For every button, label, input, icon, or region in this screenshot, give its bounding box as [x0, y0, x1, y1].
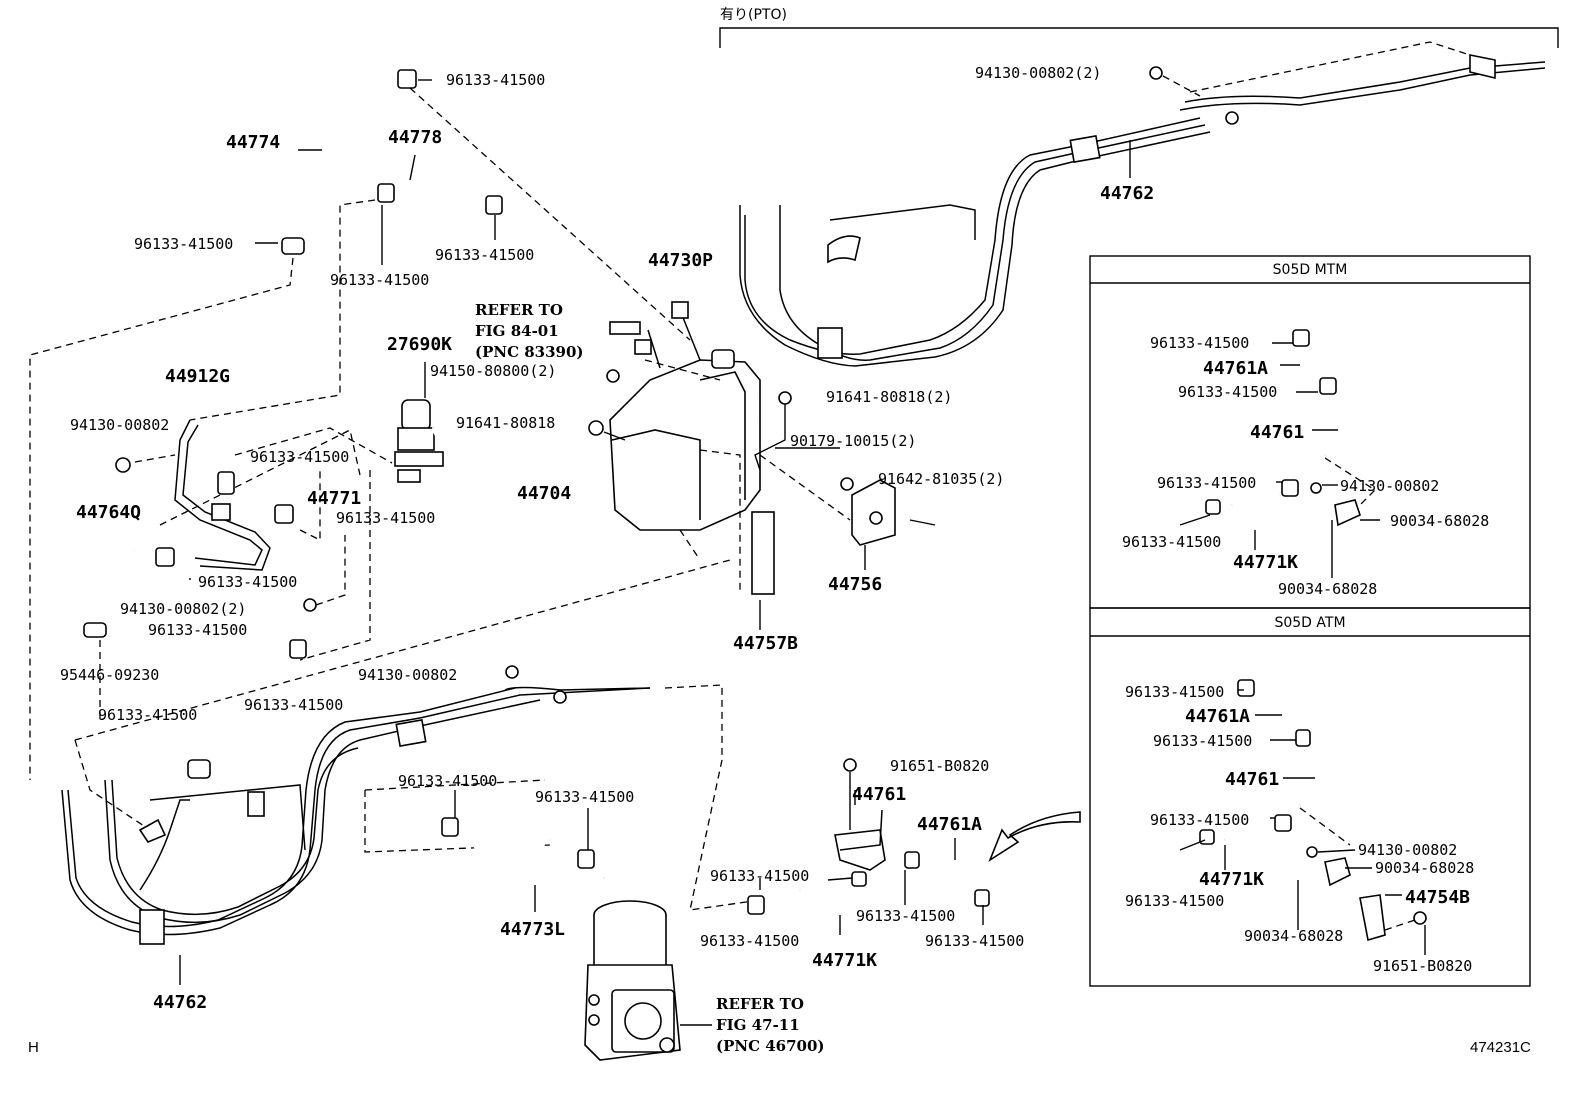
label-91641-b: 91641-80818(2)	[826, 388, 952, 406]
label-96133-f: 96133-41500	[198, 573, 297, 591]
label-refer2-b: FIG 47-11	[716, 1016, 800, 1034]
label-96133-h: 96133-41500	[244, 696, 343, 714]
mtm-label-3: 96133-41500	[1178, 383, 1277, 401]
label-96133-j: 96133-41500	[398, 772, 497, 790]
mid-hose-set	[747, 758, 1081, 935]
label-94150: 94150-80800(2)	[430, 362, 556, 380]
lower-pipe-assembly	[61, 665, 761, 985]
mtm-title: S05D MTM	[1273, 262, 1348, 278]
atm-label-6: 94130-00802	[1358, 841, 1457, 859]
atm-label-10: 96133-41500	[1125, 892, 1224, 910]
label-44761a-mid: 44761A	[917, 814, 982, 835]
upper-left-hoses	[29, 34, 691, 780]
label-27690k: 27690K	[387, 334, 452, 355]
atm-label-11: 90034-68028	[1244, 927, 1343, 945]
label-44771: 44771	[307, 488, 361, 509]
label-44761-mid: 44761	[852, 784, 906, 805]
label-layer: 96133-41500 44774 44778 96133-41500 9613…	[28, 64, 1531, 1056]
footer-left-mark: H	[28, 1039, 39, 1056]
mtm-label-2: 44761A	[1203, 358, 1268, 379]
mtm-label-7: 90034-68028	[1390, 512, 1489, 530]
label-90179: 90179-10015(2)	[790, 432, 916, 450]
label-96133-m1: 96133-41500	[710, 867, 809, 885]
label-94130-c: 94130-00802	[358, 666, 457, 684]
label-44704: 44704	[517, 483, 571, 504]
label-44762-top: 44762	[1100, 183, 1154, 204]
atm-label-8: 44771K	[1199, 869, 1264, 890]
atm-label-3: 96133-41500	[1153, 732, 1252, 750]
atm-label-2: 44761A	[1185, 706, 1250, 727]
filter-assembly	[364, 779, 712, 1061]
label-refer1-b: FIG 84-01	[475, 322, 559, 340]
label-96133-m4: 96133-41500	[925, 932, 1024, 950]
label-44912g: 44912G	[165, 366, 230, 387]
label-44773l: 44773L	[500, 919, 565, 940]
label-refer1-c: (PNC 83390)	[475, 343, 584, 361]
label-96133-d: 96133-41500	[250, 448, 349, 466]
label-refer2-c: (PNC 46700)	[716, 1037, 825, 1055]
mtm-label-1: 96133-41500	[1150, 334, 1249, 352]
pump-27690K	[394, 399, 458, 483]
label-91642: 91642-81035(2)	[878, 470, 1004, 488]
label-94130-top: 94130-00802(2)	[975, 64, 1101, 82]
label-91651-mid: 91651-B0820	[890, 757, 989, 775]
label-44756: 44756	[828, 574, 882, 595]
mtm-label-10: 90034-68028	[1278, 580, 1377, 598]
mtm-label-9: 44771K	[1233, 552, 1298, 573]
label-refer2-a: REFER TO	[716, 995, 804, 1013]
pto-pipe-assembly	[739, 41, 1546, 367]
label-96133-m2: 96133-41500	[856, 907, 955, 925]
box-s05d-mtm: S05D MTM	[1089, 255, 1531, 609]
mtm-label-4: 44761	[1250, 422, 1304, 443]
atm-title: S05D ATM	[1274, 615, 1345, 631]
reservoir-assembly	[424, 301, 936, 630]
mtm-label-5: 96133-41500	[1157, 474, 1256, 492]
label-44774: 44774	[226, 132, 280, 153]
atm-label-7: 90034-68028	[1375, 859, 1474, 877]
pto-label: 有り(PTO)	[720, 7, 787, 23]
label-44762-bottom: 44762	[153, 992, 207, 1013]
label-94130-a: 94130-00802	[70, 416, 169, 434]
label-94130-b: 94130-00802(2)	[120, 600, 246, 618]
box-s05d-atm: S05D ATM	[1089, 607, 1531, 987]
label-96133-k: 96133-41500	[535, 788, 634, 806]
label-96133-c: 96133-41500	[330, 271, 429, 289]
label-44771k-mid: 44771K	[812, 950, 877, 971]
atm-label-5: 96133-41500	[1150, 811, 1249, 829]
label-91641-a: 91641-80818	[456, 414, 555, 432]
label-96133-g: 96133-41500	[148, 621, 247, 639]
label-44764q: 44764Q	[76, 502, 141, 523]
label-96133-i: 96133-41500	[98, 706, 197, 724]
atm-label-12: 91651-B0820	[1373, 957, 1472, 975]
atm-label-4: 44761	[1225, 769, 1279, 790]
atm-label-9: 44754B	[1405, 887, 1470, 908]
pto-bracket: 有り(PTO)	[719, 7, 1559, 48]
label-44778: 44778	[388, 127, 442, 148]
mtm-label-8: 96133-41500	[1122, 533, 1221, 551]
mtm-label-6: 94130-00802	[1340, 477, 1439, 495]
label-96133-b: 96133-41500	[435, 246, 534, 264]
label-96133-m3: 96133-41500	[700, 932, 799, 950]
label-96133-a: 96133-41500	[134, 235, 233, 253]
label-refer1-a: REFER TO	[475, 301, 563, 319]
label-96133-top: 96133-41500	[446, 71, 545, 89]
label-44730p: 44730P	[648, 250, 713, 271]
atm-label-1: 96133-41500	[1125, 683, 1224, 701]
figure-id: 474231C	[1470, 1039, 1531, 1056]
label-44757b: 44757B	[733, 633, 798, 654]
label-96133-e: 96133-41500	[336, 509, 435, 527]
middle-left-lines	[74, 419, 731, 831]
label-95446: 95446-09230	[60, 666, 159, 684]
